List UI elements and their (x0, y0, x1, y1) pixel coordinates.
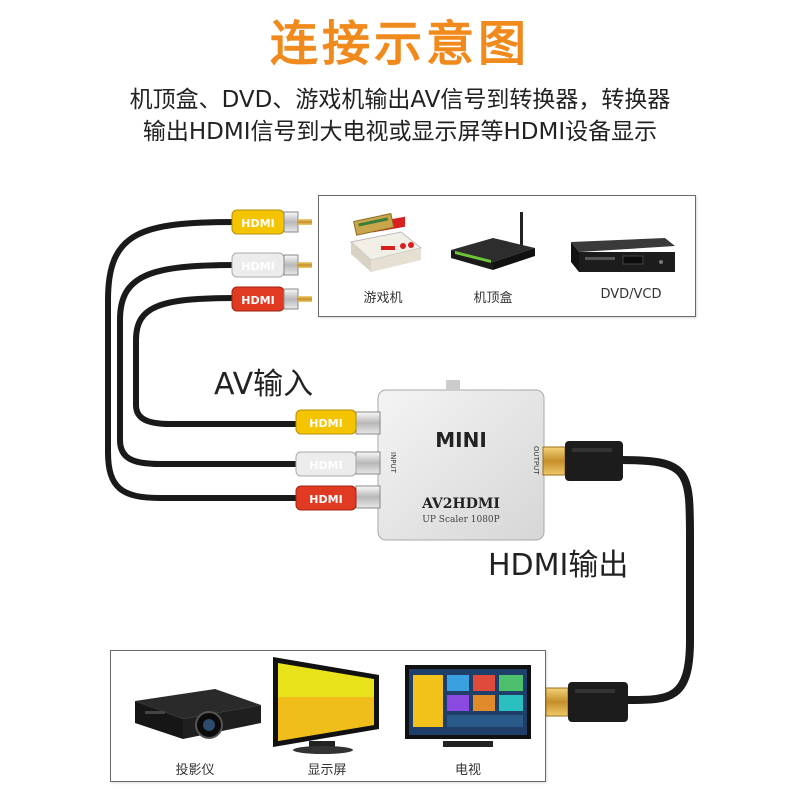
description-line-2: 输出HDMI信号到大电视或显示屏等HDMI设备显示 (142, 119, 658, 145)
hdmi-output-label: HDMI输出 (488, 548, 628, 583)
display-label-tv: 电视 (454, 763, 481, 778)
rca-plug-white-top: HDMI (231, 252, 312, 278)
plug-text: HDMI (241, 260, 274, 273)
source-label-game-console: 游戏机 (363, 291, 403, 306)
set-top-box-icon (451, 212, 535, 270)
converter-output-label: OUTPUT (532, 446, 540, 475)
display-label-monitor: 显示屏 (307, 763, 347, 778)
hdmi-plug-top (542, 441, 623, 481)
plug-text: HDMI (309, 417, 342, 430)
projector-icon (135, 689, 261, 739)
av-input-label: AV输入 (214, 367, 313, 402)
plug-text: HDMI (241, 294, 274, 307)
plug-text: HDMI (309, 459, 342, 472)
plug-text: HDMI (241, 217, 274, 230)
display-devices-box: 投影仪 显示屏 电视 (110, 650, 546, 782)
source-label-dvd: DVD/VCD (600, 287, 662, 302)
monitor-icon (273, 657, 379, 754)
converter-input-label: INPUT (389, 452, 397, 474)
description-line-1: 机顶盒、DVD、游戏机输出AV信号到转换器，转换器 (129, 87, 671, 113)
source-devices-box: 游戏机 机顶盒 DVD/VCD (318, 195, 696, 317)
cable-red (133, 295, 303, 427)
rca-cables (105, 219, 303, 501)
converter-model: AV2HDMI (421, 496, 500, 512)
page-title: 连接示意图 (269, 16, 530, 72)
rca-plug-red-in: HDMI (295, 485, 357, 511)
tv-icon (405, 665, 531, 747)
hdmi-cable (616, 456, 694, 704)
source-label-set-top-box: 机顶盒 (473, 291, 513, 306)
rca-plug-yellow-top: HDMI (231, 209, 312, 235)
converter-subtitle: UP Scaler 1080P (422, 515, 499, 525)
rca-plug-yellow-in: HDMI (295, 409, 357, 435)
rca-plug-red-top: HDMI (231, 286, 312, 312)
cable-white (117, 262, 303, 467)
game-console-icon (349, 213, 423, 272)
converter-brand: MINI (435, 428, 487, 452)
display-label-projector: 投影仪 (175, 763, 215, 778)
av2hdmi-converter: MINI AV2HDMI UP Scaler 1080P INPUT OUTPU… (355, 380, 545, 541)
dvd-player-icon (571, 238, 675, 272)
cable-yellow (105, 219, 303, 501)
hdmi-plug-bottom (545, 682, 628, 722)
rca-plug-white-in: HDMI (295, 451, 357, 477)
plug-text: HDMI (309, 493, 342, 506)
